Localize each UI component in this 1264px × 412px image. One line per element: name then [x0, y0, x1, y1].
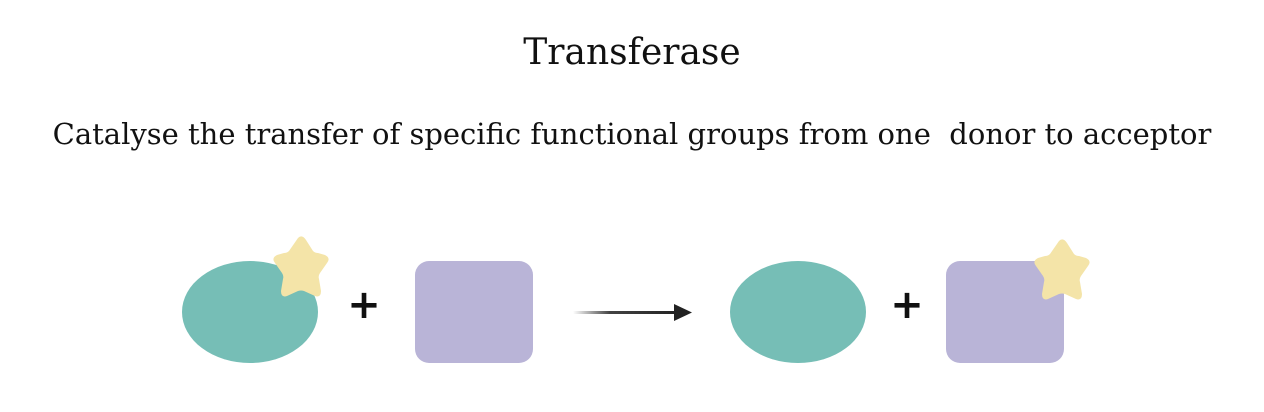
acceptor-product-shape	[946, 261, 1064, 363]
acceptor-shape	[415, 261, 533, 363]
star-icon	[1034, 239, 1090, 300]
diagram-description: Catalyse the transfer of specific functi…	[52, 117, 1212, 151]
star-icon	[273, 236, 329, 297]
donor-product-shape	[730, 261, 866, 363]
plus-sign-left: +	[347, 282, 381, 328]
right-arrow-icon	[573, 304, 692, 321]
diagram-title: Transferase	[523, 32, 741, 73]
acceptor-with-group	[946, 239, 1090, 363]
plus-sign-right: +	[890, 282, 924, 328]
donor-with-group	[182, 236, 329, 363]
